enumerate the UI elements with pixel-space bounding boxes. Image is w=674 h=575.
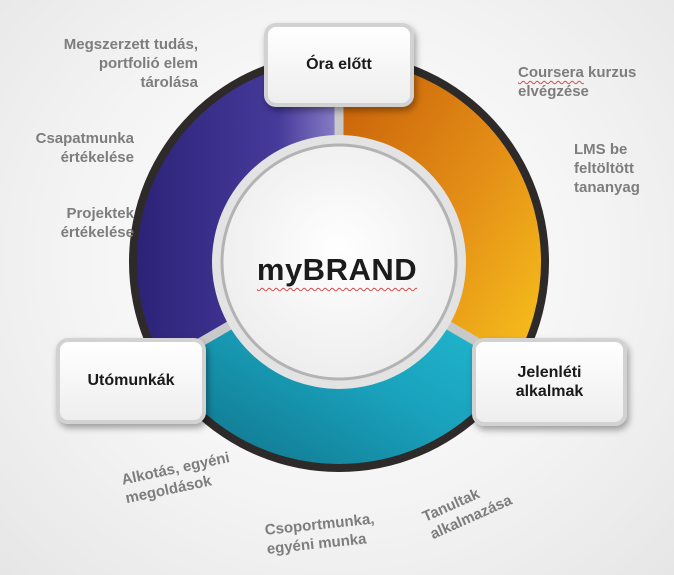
stage-box-utomunkak: Utómunkák xyxy=(56,338,206,424)
stage-label-utomunkak: Utómunkák xyxy=(87,372,175,390)
annotation-lms: LMS be feltöltött tananyag xyxy=(574,141,640,196)
stage-box-ora-elott: Óra előtt xyxy=(264,23,414,107)
annotation-projektek: Projektek értékelése xyxy=(60,205,134,241)
annotation-megszerzett-tudas: Megszerzett tudás, portfolió elem tárolá… xyxy=(63,36,198,91)
annotation-coursera: Coursera kurzus elvégzése xyxy=(518,64,637,100)
center-inner-disc xyxy=(220,143,458,381)
annotation-csapatmunka: Csapatmunka értékelése xyxy=(35,130,134,166)
stage-label-ora-elott: Óra előtt xyxy=(306,56,372,74)
center-title: myBRAND xyxy=(256,252,418,287)
